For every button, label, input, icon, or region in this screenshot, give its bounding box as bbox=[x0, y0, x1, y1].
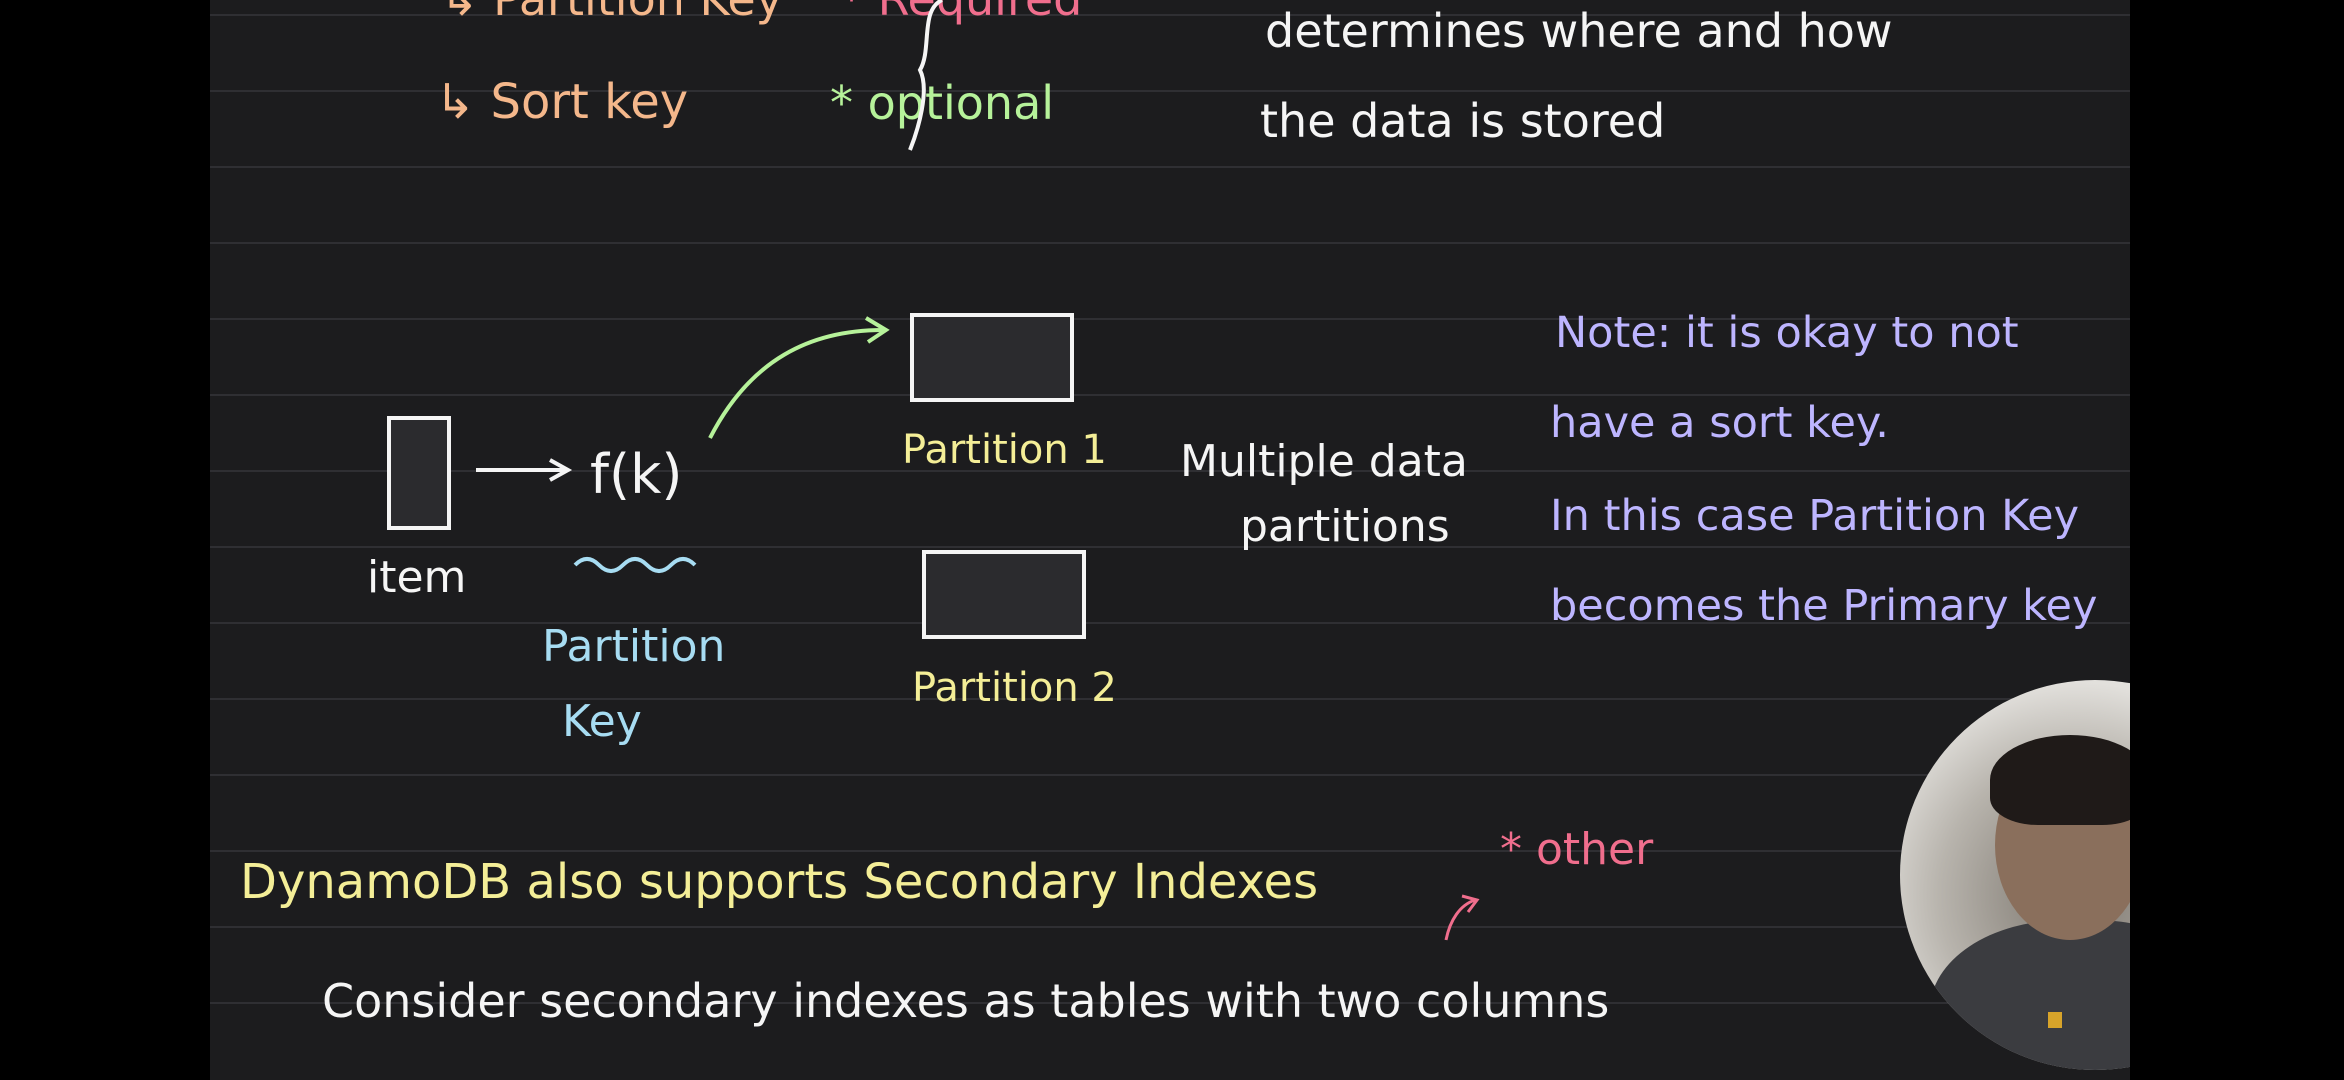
ruled-line bbox=[210, 90, 2130, 92]
required-tag: * Required bbox=[840, 0, 1082, 22]
person-hair bbox=[1990, 735, 2130, 825]
ruled-line bbox=[210, 394, 2130, 396]
multiple-partitions-line2: partitions bbox=[1240, 501, 1450, 552]
brace-note-line2: the data is stored bbox=[1260, 94, 1666, 148]
partition-1-box bbox=[910, 313, 1074, 402]
arrow-right-icon: ↳ bbox=[440, 0, 493, 26]
partition-key-line: ↳ Partition Key bbox=[440, 0, 783, 22]
arrow-item-to-function-icon bbox=[476, 458, 573, 482]
optional-tag: * optional bbox=[830, 76, 1055, 130]
person-shirt bbox=[1930, 920, 2130, 1070]
partition-1-label: Partition 1 bbox=[902, 427, 1107, 473]
consider-line: Consider secondary indexes as tables wit… bbox=[322, 974, 1610, 1028]
side-note-line3: In this case Partition Key bbox=[1550, 491, 2080, 541]
side-note-line4: becomes the Primary key bbox=[1550, 581, 2098, 631]
ruled-line bbox=[210, 926, 2130, 928]
function-caption-line2: Key bbox=[562, 696, 642, 747]
ruled-line bbox=[210, 774, 2130, 776]
ruled-line bbox=[210, 546, 2130, 548]
other-note: * other bbox=[1500, 824, 1654, 875]
multiple-partitions-line1: Multiple data bbox=[1180, 436, 1468, 487]
ruled-line bbox=[210, 242, 2130, 244]
brace-note-line1: determines where and how bbox=[1265, 4, 1893, 58]
item-label: item bbox=[367, 552, 467, 603]
function-label: f(k) bbox=[590, 443, 683, 506]
curved-arrow-to-partition-icon bbox=[708, 316, 890, 439]
squiggle-underline-icon bbox=[573, 557, 697, 573]
sort-key-label: Sort key bbox=[490, 74, 689, 130]
diagram-arrows bbox=[476, 316, 1480, 941]
ruled-line bbox=[210, 1002, 2130, 1004]
curly-brace-icon bbox=[908, 0, 944, 151]
item-box bbox=[387, 416, 451, 530]
shirt-badge-icon bbox=[2048, 1012, 2062, 1028]
ruled-line bbox=[210, 470, 2130, 472]
sort-key-line: ↳ Sort key bbox=[435, 78, 688, 126]
ruled-line bbox=[210, 14, 2130, 16]
note-canvas: ↳ Partition Key * Required ↳ Sort key * … bbox=[210, 0, 2130, 1080]
partition-2-box bbox=[922, 550, 1086, 639]
ruled-line bbox=[210, 698, 2130, 700]
ruled-line bbox=[210, 850, 2130, 852]
side-note-line1: Note: it is okay to not bbox=[1555, 308, 2019, 358]
secondary-indexes-title: DynamoDB also supports Secondary Indexes bbox=[240, 854, 1319, 910]
arrow-right-icon: ↳ bbox=[435, 74, 491, 130]
ruled-line bbox=[210, 166, 2130, 168]
side-note-line2: have a sort key. bbox=[1550, 398, 1889, 448]
ruled-line bbox=[210, 622, 2130, 624]
partition-2-label: Partition 2 bbox=[912, 665, 1117, 711]
partition-key-label: Partition Key bbox=[493, 0, 783, 26]
small-arrow-icon bbox=[1444, 894, 1480, 941]
ruled-line bbox=[210, 318, 2130, 320]
function-caption-line1: Partition bbox=[542, 621, 726, 672]
